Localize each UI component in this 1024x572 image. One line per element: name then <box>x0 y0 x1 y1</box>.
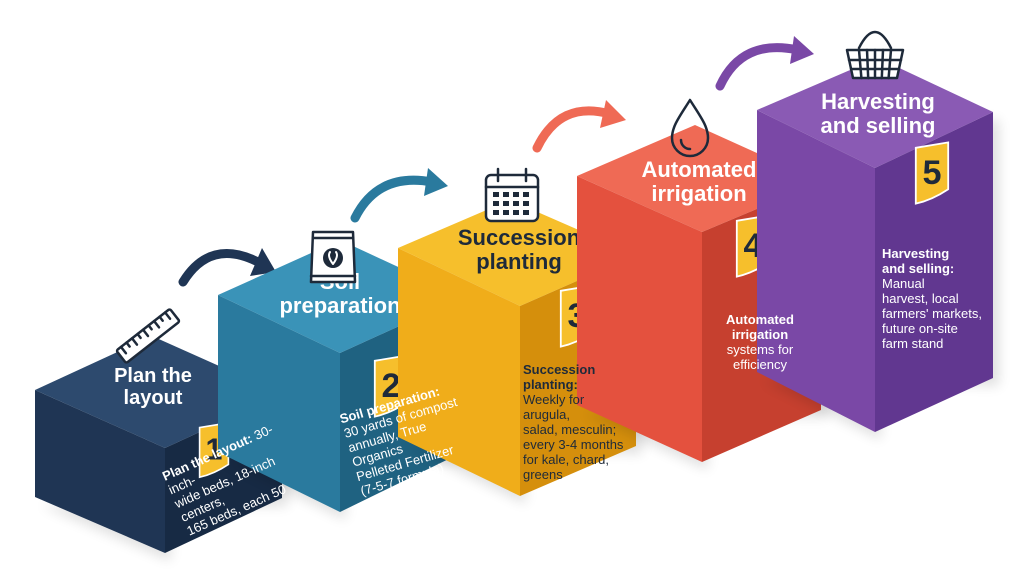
cube-front-face <box>398 248 520 496</box>
calendar-icon <box>484 167 540 223</box>
cube-side-face <box>875 112 993 432</box>
step-5-description: Harvesting and selling: Manual harvest, … <box>882 246 992 351</box>
flow-arrow-3 <box>532 100 626 153</box>
cube-front-face <box>757 110 875 432</box>
step-number: 2 <box>381 367 400 405</box>
description-heading: Harvesting and selling: <box>882 246 955 276</box>
cube-front-face <box>35 390 165 553</box>
cube-top-face <box>757 58 993 168</box>
flow-arrow-4 <box>715 36 814 91</box>
description-body: Manual harvest, local farmers' markets, … <box>882 276 982 351</box>
step-number-badge: 5 <box>914 141 950 205</box>
description-body: systems for efficiency <box>726 342 794 372</box>
flow-arrow-1 <box>178 248 276 287</box>
description-heading: Succession planting: <box>523 362 596 392</box>
ruler-icon <box>115 308 181 364</box>
flow-arrow-2 <box>350 168 448 223</box>
basket-icon <box>845 30 905 80</box>
step-4-description: Automated irrigation systems for efficie… <box>705 312 815 372</box>
water-drop-icon <box>670 98 710 158</box>
cube-front-face <box>218 295 340 512</box>
cube-top-face <box>398 200 636 306</box>
description-heading: Automated irrigation <box>726 312 794 342</box>
cube-front-face <box>577 176 702 462</box>
soil-bag-icon <box>309 230 357 284</box>
step-3-description: Succession planting: Weekly for arugula,… <box>523 362 633 482</box>
description-body: Weekly for arugula, salad, mesculin; eve… <box>523 392 624 482</box>
step-number: 5 <box>922 154 941 192</box>
